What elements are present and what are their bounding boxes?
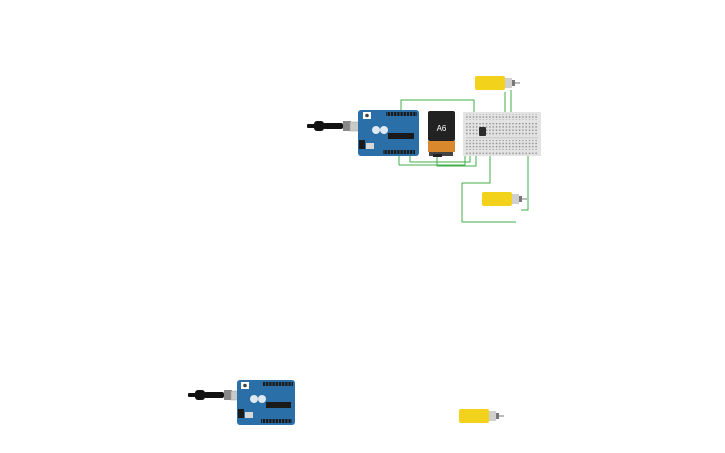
atmega-chip-bottom: [266, 402, 291, 408]
analog-header-top: [383, 150, 415, 154]
digital-header-bottom: [263, 382, 293, 386]
power-jack-top: [359, 140, 365, 149]
analog-header-bottom: [261, 419, 292, 423]
battery-9v[interactable]: A6: [428, 111, 455, 157]
wire-motor-middle-to-driver-b[interactable]: [521, 155, 529, 211]
wire-arduino-to-breadboard-top[interactable]: [400, 99, 475, 118]
wire-motor-middle-to-driver-a[interactable]: [461, 155, 516, 223]
motor-driver-chip[interactable]: [479, 127, 486, 136]
wire-arduino-to-breadboard-bottom[interactable]: [398, 150, 466, 166]
usb-cable-bottom[interactable]: [188, 390, 244, 401]
motor-top[interactable]: [475, 76, 520, 90]
arduino-uno-bottom[interactable]: [237, 380, 295, 425]
motor-middle[interactable]: [482, 192, 527, 206]
power-jack-bottom: [238, 409, 244, 418]
atmega-chip-top: [388, 133, 414, 139]
breadboard[interactable]: [463, 112, 541, 156]
digital-header-top: [386, 112, 417, 116]
motor-bottom[interactable]: [459, 409, 504, 423]
arduino-uno-top[interactable]: [358, 110, 419, 156]
wire-battery-to-breadboard[interactable]: [436, 152, 477, 167]
battery-label: A6: [437, 124, 447, 133]
usb-cable-top[interactable]: [307, 121, 363, 132]
